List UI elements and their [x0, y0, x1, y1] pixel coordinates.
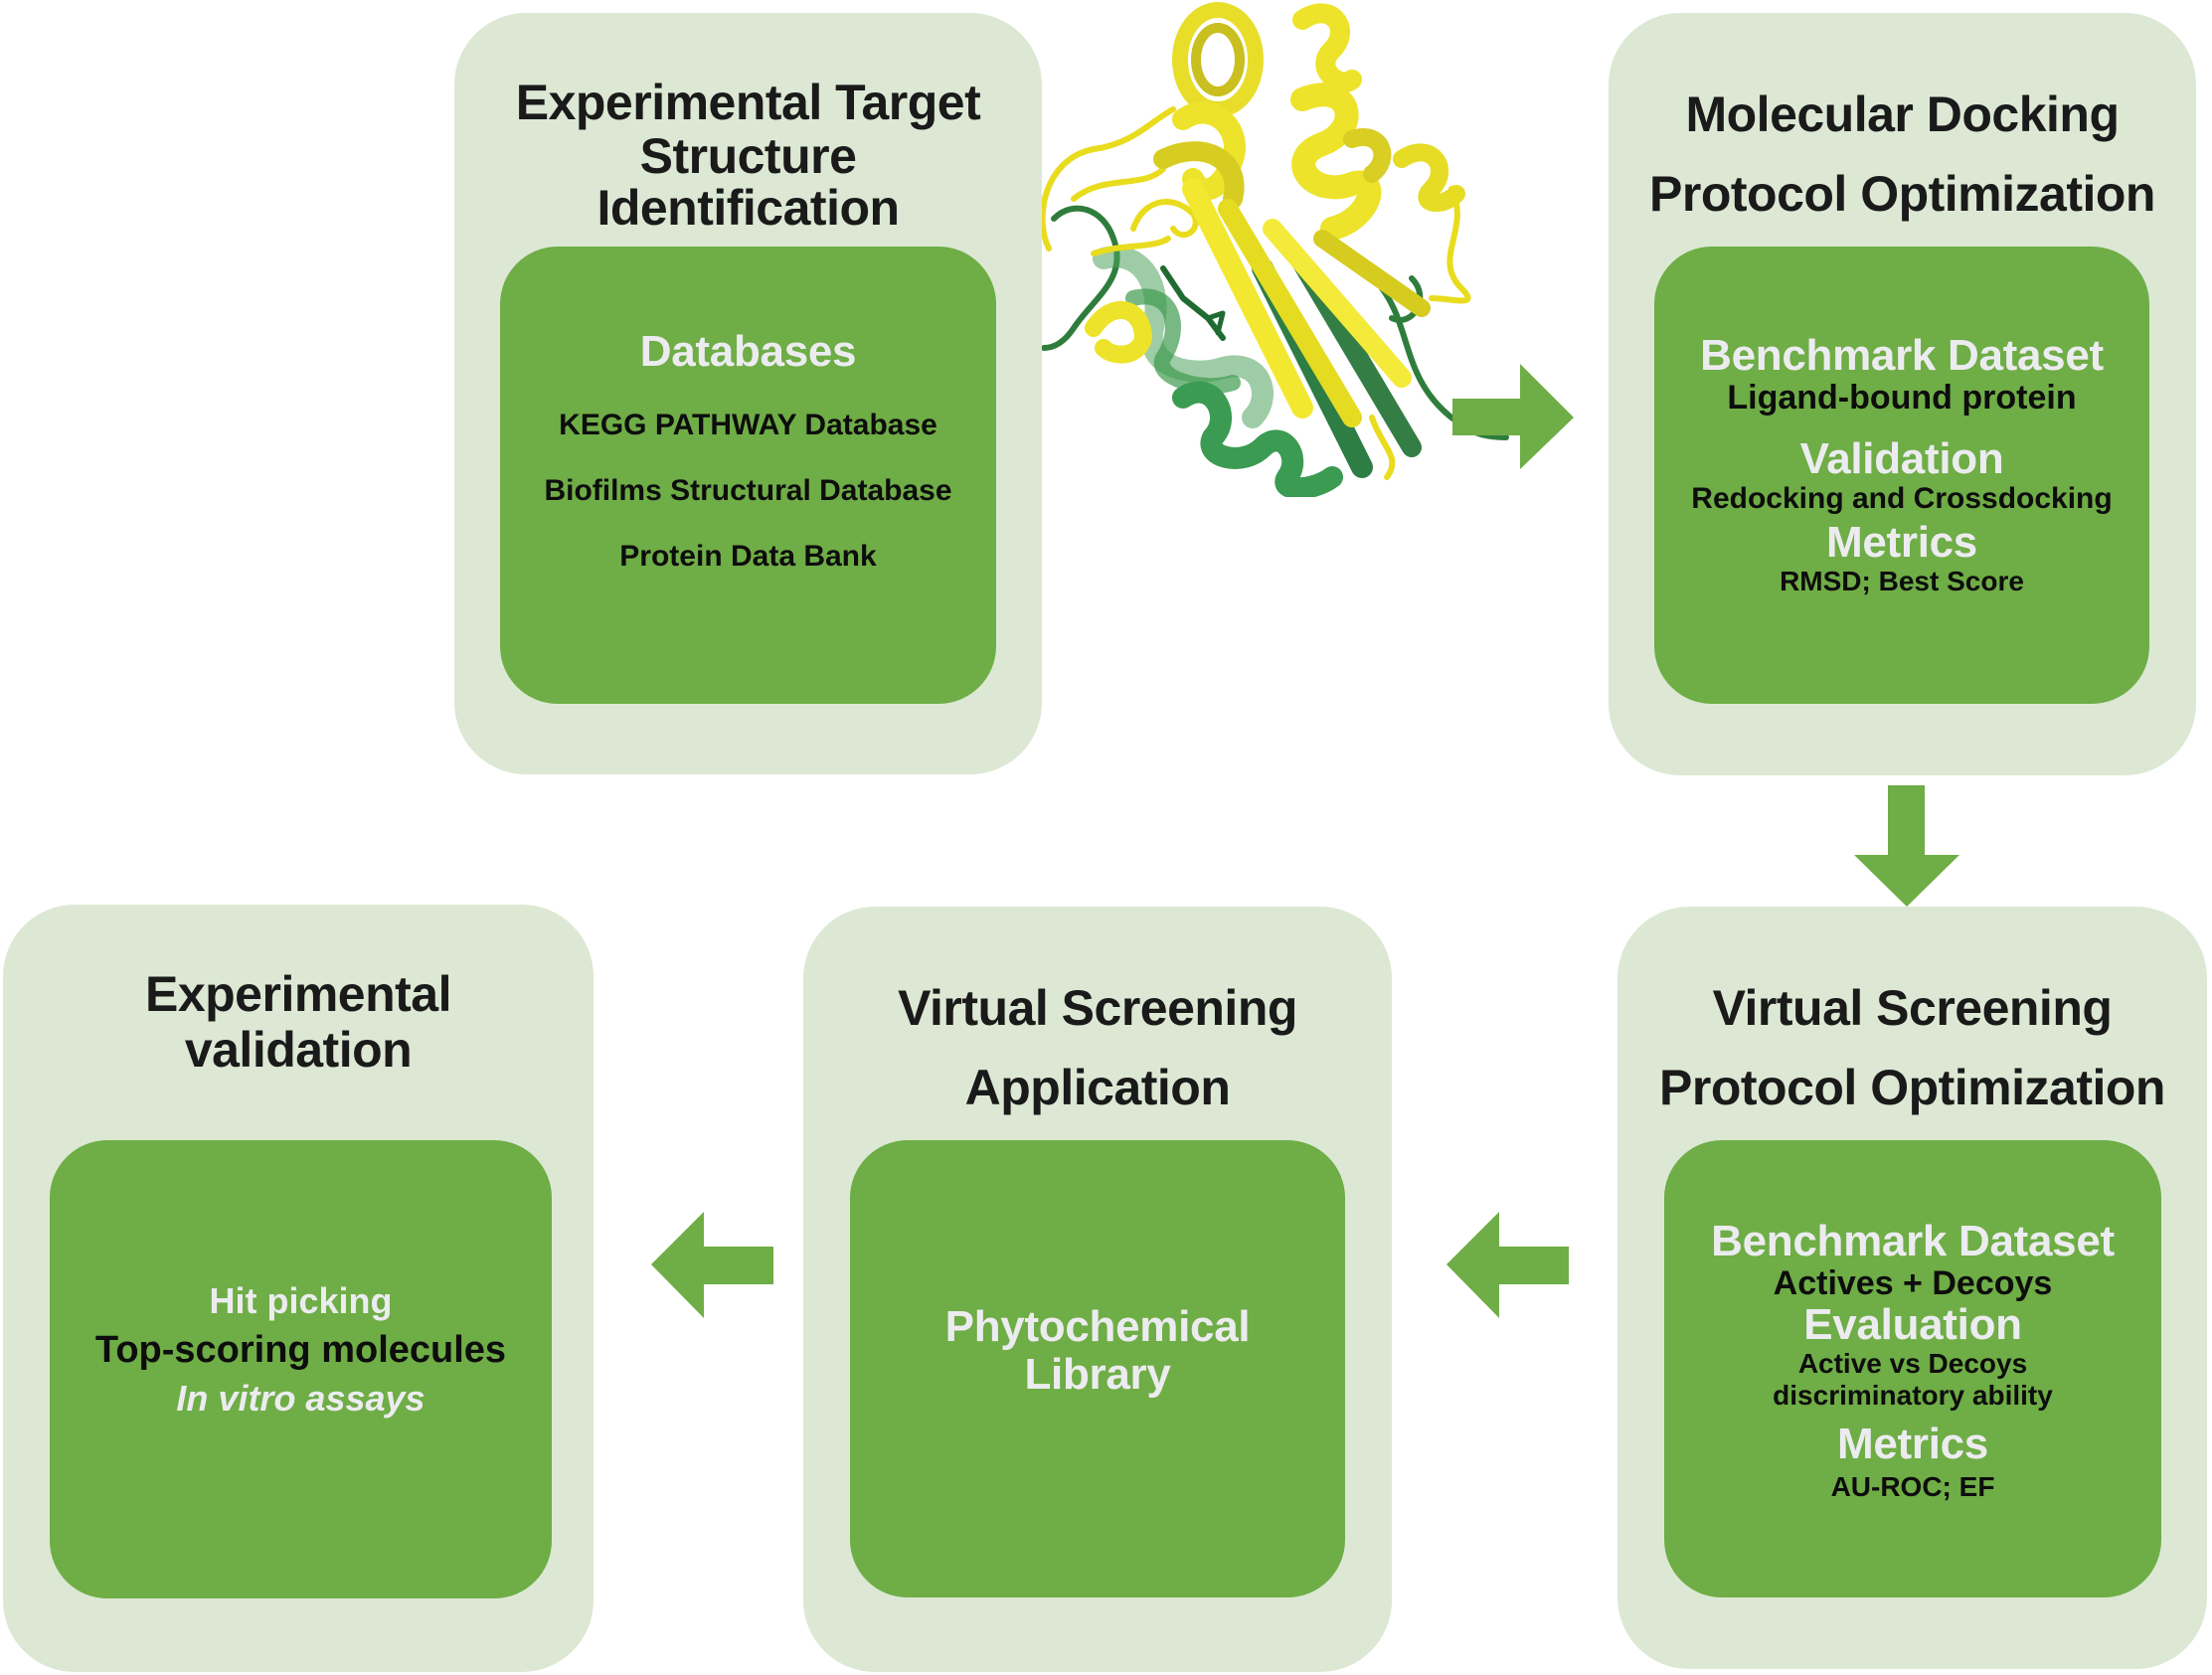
step-title: Experimental validation — [3, 966, 594, 1078]
section-heading-metrics: Metrics — [1837, 1420, 1988, 1468]
section-text-metrics: AU-ROC; EF — [1830, 1471, 1995, 1502]
step-title: Virtual Screening Protocol Optimization — [1617, 968, 2207, 1127]
step-title: Molecular Docking Protocol Optimization — [1609, 75, 2196, 234]
title-line: Structure — [639, 128, 857, 184]
title-line: Experimental Target — [515, 75, 981, 130]
step-title: Experimental Target Structure Identifica… — [454, 75, 1042, 236]
step-content-hit-picking: Hit picking Top-scoring molecules In vit… — [50, 1140, 552, 1598]
title-line: Application — [964, 1060, 1231, 1115]
section-text-benchmark: Ligand-bound protein — [1727, 379, 2077, 417]
databases-heading: Databases — [639, 327, 857, 376]
top-scoring-text: Top-scoring molecules — [94, 1328, 507, 1371]
step-content-vs-optimization: Benchmark Dataset Actives + Decoys Evalu… — [1664, 1140, 2161, 1597]
section-heading-evaluation: Evaluation — [1803, 1300, 2022, 1349]
section-text-validation: Redocking and Crossdocking — [1691, 482, 2113, 515]
arrow-down-icon — [1854, 785, 1959, 907]
step-vs-optimization: Virtual Screening Protocol Optimization … — [1617, 907, 2207, 1669]
section-text-metrics: RMSD; Best Score — [1780, 566, 2024, 596]
step-content-docking: Benchmark Dataset Ligand-bound protein V… — [1654, 247, 2149, 704]
title-line: validation — [184, 1022, 413, 1078]
arrow-right-icon — [1452, 364, 1574, 469]
database-item-kegg: KEGG PATHWAY Database — [559, 409, 937, 441]
arrow-left-icon — [651, 1212, 773, 1318]
database-item-pdb: Protein Data Bank — [619, 540, 877, 573]
section-heading-metrics: Metrics — [1826, 518, 1977, 567]
protein-chain-yellow — [1039, 2, 1471, 480]
step-vs-application: Virtual Screening Application Phytochemi… — [803, 907, 1392, 1672]
step-content-databases: Databases KEGG PATHWAY Database Biofilms… — [500, 247, 996, 704]
step-content-phytochemical-library: Phytochemical Library — [850, 1140, 1345, 1597]
section-text-benchmark: Actives + Decoys — [1773, 1264, 2053, 1302]
title-line: Virtual Screening — [898, 980, 1297, 1036]
title-line: Virtual Screening — [1712, 980, 2113, 1036]
title-line: Experimental — [144, 966, 452, 1022]
database-list: KEGG PATHWAY Database Biofilms Structura… — [544, 409, 951, 574]
title-line: Protocol Optimization — [1649, 166, 2155, 222]
library-heading-line2: Library — [1024, 1350, 1171, 1399]
library-heading-line1: Phytochemical — [944, 1302, 1251, 1351]
step-target-identification: Experimental Target Structure Identifica… — [454, 13, 1042, 774]
arrow-left-icon — [1446, 1212, 1569, 1318]
database-item-biofilms: Biofilms Structural Database — [544, 474, 952, 507]
section-heading-benchmark: Benchmark Dataset — [1700, 331, 2104, 380]
section-text-evaluation-line1: Active vs Decoys — [1797, 1348, 2028, 1379]
protein-structure-illustration — [1039, 2, 1509, 497]
step-experimental-validation: Experimental validation Hit picking Top-… — [3, 905, 594, 1672]
section-heading-validation: Validation — [1799, 434, 2004, 483]
title-line: Molecular Docking — [1685, 86, 2120, 142]
step-title: Virtual Screening Application — [803, 968, 1392, 1127]
section-text-evaluation-line2: discriminatory ability — [1773, 1380, 2053, 1411]
hit-picking-text: Hit picking — [209, 1279, 393, 1321]
in-vitro-text: In vitro assays — [176, 1377, 425, 1419]
section-heading-benchmark: Benchmark Dataset — [1711, 1217, 2115, 1265]
title-line: Protocol Optimization — [1659, 1060, 2165, 1115]
title-line: Identification — [596, 180, 900, 236]
step-docking-optimization: Molecular Docking Protocol Optimization … — [1609, 13, 2196, 775]
